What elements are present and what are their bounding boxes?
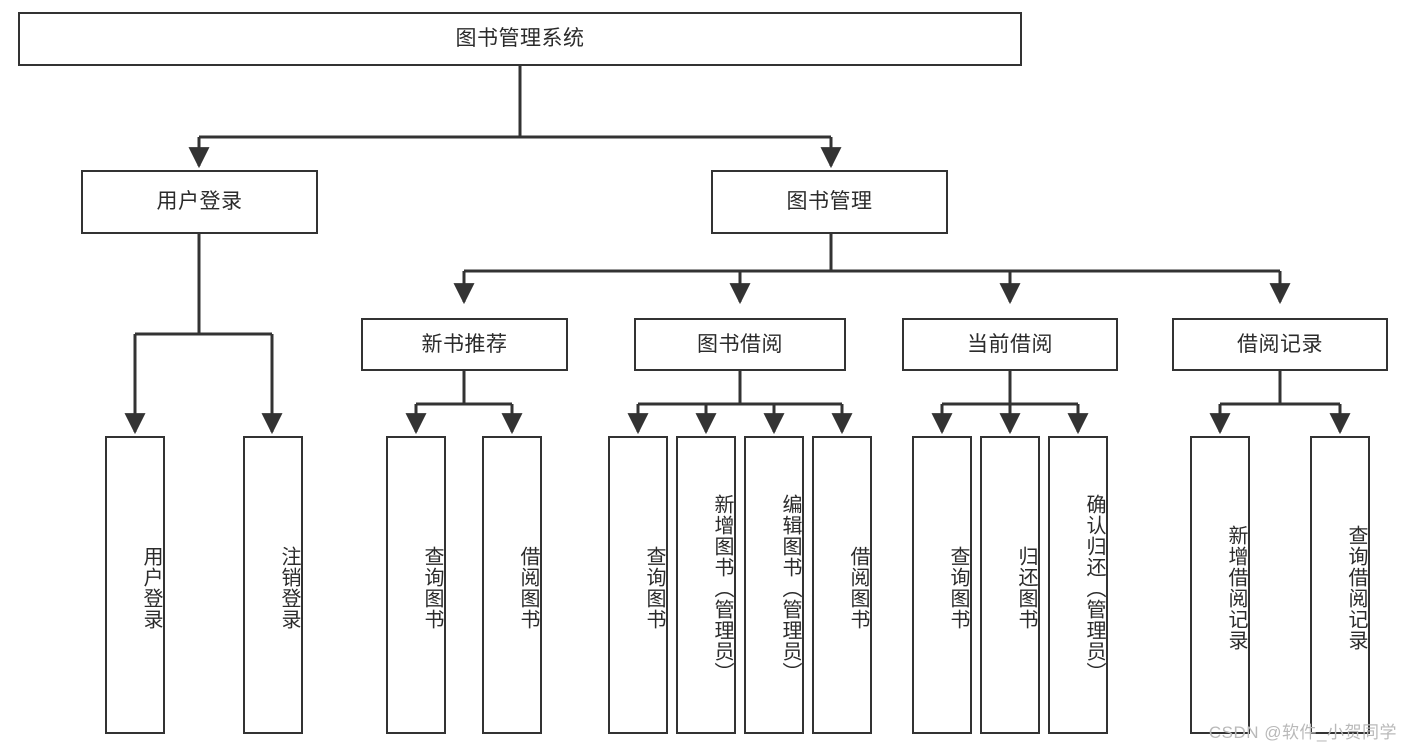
leaf-borrow-add-book-admin[interactable]: 新增图书（管理员） [676, 436, 736, 734]
leaf-new-book-query[interactable]: 查询图书 [386, 436, 446, 734]
node-borrow-record-label: 借阅记录 [1237, 332, 1323, 356]
node-current-borrow-label: 当前借阅 [967, 332, 1053, 356]
leaf-current-confirm-return-admin[interactable]: 确认归还（管理员） [1048, 436, 1108, 734]
leaf-label: 新增借阅记录 [1225, 525, 1247, 651]
leaf-borrow-borrow-book[interactable]: 借阅图书 [812, 436, 872, 734]
leaf-label: 查询借阅记录 [1345, 525, 1367, 651]
node-borrow-record[interactable]: 借阅记录 [1172, 318, 1388, 371]
leaf-label: 用户登录 [140, 546, 162, 630]
leaf-label: 借阅图书 [847, 546, 869, 630]
leaf-user-login-login[interactable]: 用户登录 [105, 436, 165, 734]
leaf-record-query-record[interactable]: 查询借阅记录 [1310, 436, 1370, 734]
leaf-label: 查询图书 [643, 546, 665, 630]
node-book-borrow-label: 图书借阅 [697, 332, 783, 356]
node-new-book-recommend-label: 新书推荐 [421, 332, 508, 356]
leaf-current-return-book[interactable]: 归还图书 [980, 436, 1040, 734]
leaf-user-login-logout[interactable]: 注销登录 [243, 436, 303, 734]
node-new-book-recommend[interactable]: 新书推荐 [361, 318, 568, 371]
csdn-watermark: CSDN @软件_小贺同学 [1208, 723, 1397, 742]
node-root-book-management-system[interactable]: 图书管理系统 [18, 12, 1022, 66]
leaf-label: 确认归还（管理员） [1083, 493, 1105, 683]
node-book-management-label: 图书管理 [786, 190, 873, 214]
leaf-label: 注销登录 [278, 546, 300, 630]
leaf-record-add-record[interactable]: 新增借阅记录 [1190, 436, 1250, 734]
leaf-label: 查询图书 [947, 546, 969, 630]
leaf-label: 查询图书 [421, 546, 443, 630]
leaf-new-book-borrow[interactable]: 借阅图书 [482, 436, 542, 734]
leaf-borrow-edit-book-admin[interactable]: 编辑图书（管理员） [744, 436, 804, 734]
leaf-label: 借阅图书 [517, 546, 539, 630]
leaf-current-query-book[interactable]: 查询图书 [912, 436, 972, 734]
leaf-label: 新增图书（管理员） [711, 493, 733, 683]
node-user-login-label: 用户登录 [156, 190, 243, 214]
node-book-borrow[interactable]: 图书借阅 [634, 318, 846, 371]
node-book-management[interactable]: 图书管理 [711, 170, 948, 234]
leaf-label: 归还图书 [1015, 546, 1037, 630]
leaf-label: 编辑图书（管理员） [779, 493, 801, 683]
node-root-label: 图书管理系统 [455, 27, 585, 51]
node-user-login[interactable]: 用户登录 [81, 170, 318, 234]
node-current-borrow[interactable]: 当前借阅 [902, 318, 1118, 371]
leaf-borrow-query-book[interactable]: 查询图书 [608, 436, 668, 734]
